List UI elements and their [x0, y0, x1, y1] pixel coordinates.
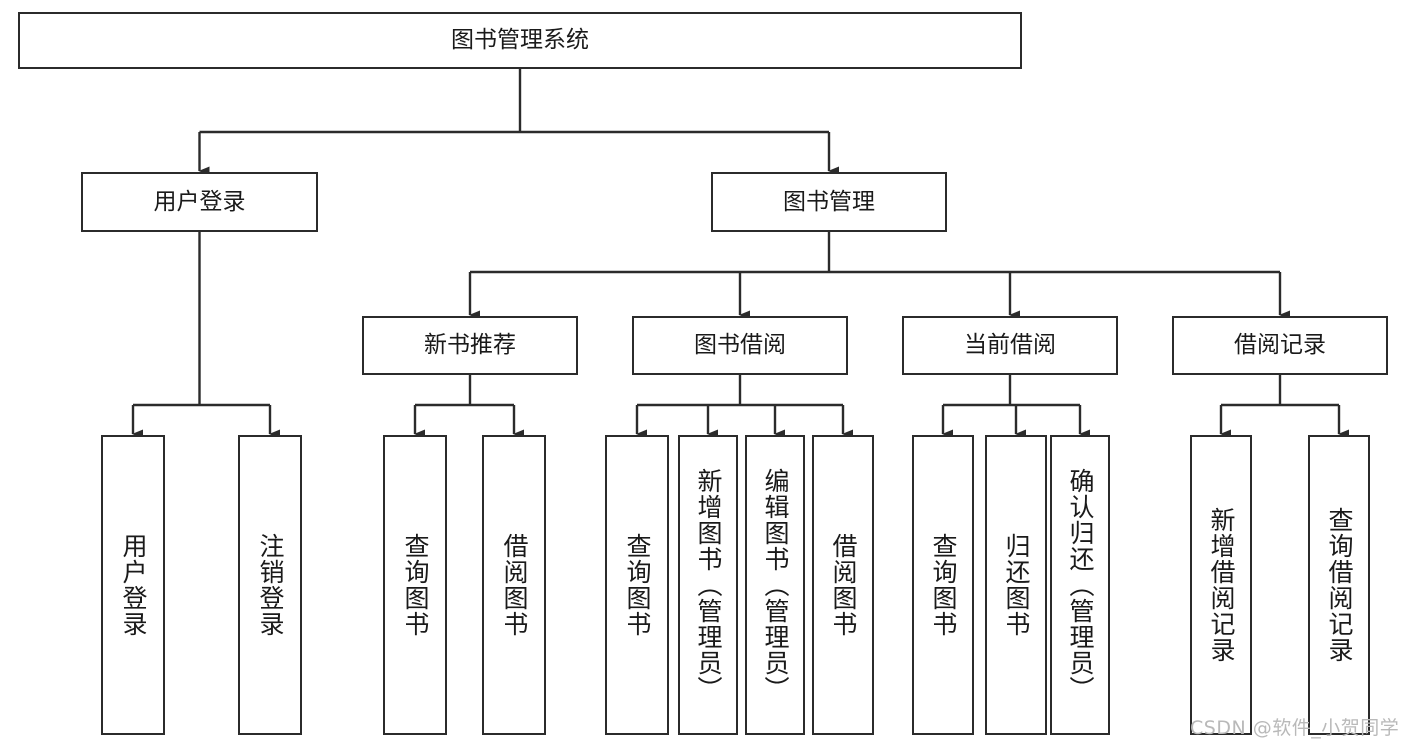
node-user-login[interactable]: 用户登录: [81, 172, 318, 232]
node-leaf-user-login[interactable]: 用户登录: [101, 435, 165, 735]
node-label: 确认归还（管理员）: [1066, 468, 1095, 702]
node-new-book-rec[interactable]: 新书推荐: [362, 316, 578, 375]
node-leaf-add-record[interactable]: 新增借阅记录: [1190, 435, 1252, 735]
node-book-manage[interactable]: 图书管理: [711, 172, 947, 232]
node-label: 图书管理: [783, 188, 875, 215]
node-leaf-edit-book[interactable]: 编辑图书（管理员）: [745, 435, 805, 735]
node-leaf-return-book[interactable]: 归还图书: [985, 435, 1047, 735]
node-label: 查询借阅记录: [1325, 507, 1354, 663]
node-leaf-query-record[interactable]: 查询借阅记录: [1308, 435, 1370, 735]
node-leaf-query-book-a[interactable]: 查询图书: [383, 435, 447, 735]
node-label: 新增图书（管理员）: [694, 468, 723, 702]
node-leaf-query-book-b[interactable]: 查询图书: [605, 435, 669, 735]
node-label: 注销登录: [256, 533, 285, 637]
node-label: 查询图书: [929, 533, 958, 637]
node-label: 查询图书: [623, 533, 652, 637]
node-label: 借阅图书: [500, 533, 529, 637]
node-leaf-borrow-book-a[interactable]: 借阅图书: [482, 435, 546, 735]
node-leaf-logout[interactable]: 注销登录: [238, 435, 302, 735]
node-label: 用户登录: [153, 188, 246, 215]
node-label: 用户登录: [119, 533, 148, 637]
node-label: 新书推荐: [424, 332, 516, 359]
node-root[interactable]: 图书管理系统: [18, 12, 1022, 69]
node-leaf-borrow-book-b[interactable]: 借阅图书: [812, 435, 874, 735]
node-borrow-record[interactable]: 借阅记录: [1172, 316, 1388, 375]
node-label: 借阅图书: [829, 533, 858, 637]
node-current-borrow[interactable]: 当前借阅: [902, 316, 1118, 375]
node-label: 当前借阅: [964, 332, 1056, 359]
watermark-text: CSDN @软件_小贺同学: [1190, 717, 1400, 739]
node-leaf-add-book[interactable]: 新增图书（管理员）: [678, 435, 738, 735]
node-label: 查询图书: [401, 533, 430, 637]
node-label: 新增借阅记录: [1207, 507, 1236, 663]
node-leaf-query-book-c[interactable]: 查询图书: [912, 435, 974, 735]
node-label: 借阅记录: [1234, 332, 1326, 359]
node-book-borrow[interactable]: 图书借阅: [632, 316, 848, 375]
node-label: 编辑图书（管理员）: [761, 468, 790, 702]
node-leaf-confirm-return[interactable]: 确认归还（管理员）: [1050, 435, 1110, 735]
node-label: 图书管理系统: [451, 27, 589, 54]
node-label: 图书借阅: [694, 332, 786, 359]
node-label: 归还图书: [1002, 533, 1031, 637]
